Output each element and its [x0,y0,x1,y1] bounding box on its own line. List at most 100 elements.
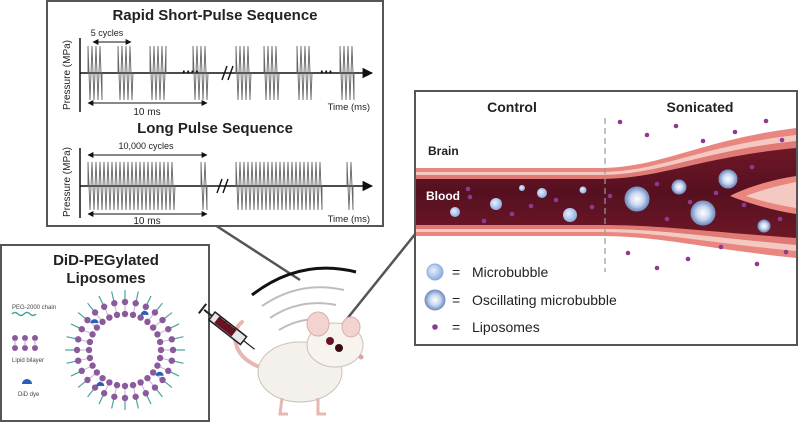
rapid-ellipsis: ···· [182,64,199,79]
did-dye [90,319,99,324]
legend-microbubble-label: Microbubble [472,264,548,280]
liposome-particle [718,244,724,250]
lipid-head [113,381,121,389]
legend-liposome-icon [432,324,438,330]
liposome-particle [553,197,559,203]
legend-liposomes-label: Liposomes [472,319,540,335]
liposome-particle [741,202,747,208]
lipid-head [121,382,129,390]
lipid-head [121,394,129,402]
liposome-title-line1: DiD-PEGylated [53,252,159,269]
lipid-head [93,369,101,376]
lipid-head [84,376,91,384]
liposome-particle [779,137,785,143]
lipid-head [113,311,121,319]
liposome-particle [664,216,670,222]
lipid-head [99,374,106,382]
long-pulse-burst [200,161,208,211]
long-pulse-burst [346,161,354,211]
lipid-head [84,316,91,324]
liposome-particle [783,249,789,255]
control-label: Control [487,99,537,115]
lipid-head [75,357,82,364]
liposome-particle [465,186,471,192]
rapid-pulse-burst [117,45,134,101]
liposome-particle [763,118,769,124]
mouse-nose [358,354,364,360]
lipid-head [86,338,94,346]
long-axis-break [216,178,229,194]
transducer-arc [251,266,357,297]
rapid-x-axis-label: Time (ms) [328,102,370,113]
lipid-head [93,324,101,331]
long-duration-label: 10 ms [133,216,160,227]
lipid-head [106,379,113,386]
peg-chain-icon [11,311,37,317]
lipid-head [85,346,93,354]
long-pulse-bursts [87,161,354,211]
liposome-particle [732,129,738,135]
liposome-particle [754,261,760,267]
lipid-head [151,309,159,316]
lipid-head [168,336,175,343]
lipid-head [121,310,129,318]
lipid-head [169,346,177,354]
liposome-particle [713,190,719,196]
mouse-illustration [198,266,364,416]
legend-eq-2: = [452,292,460,308]
blood-label: Blood [426,189,460,203]
lipid-head [73,346,81,354]
lipid-head [142,303,150,310]
lipid-head [156,354,164,362]
lipid-head [100,390,108,397]
lipid-head [99,318,106,326]
brain-label: Brain [428,144,459,158]
rapid-pulse-burst [149,45,167,101]
rapid-pulse-burst [263,45,280,101]
oscillating-microbubble [718,169,738,189]
oscillating-microbubble [757,219,771,233]
rapid-y-axis-label: Pressure (MPa) [62,40,73,110]
long-x-axis-label: Time (ms) [328,214,370,225]
liposome-diagram [65,290,185,410]
lipid-head [165,367,172,375]
long-pulse-title: Long Pulse Sequence [137,120,293,137]
lipid-head [121,298,129,306]
mouse-brain-target [326,337,334,345]
long-pulse-burst [87,161,176,211]
did-dye [96,381,105,386]
legend-oscillating-label: Oscillating microbubble [472,292,617,308]
liposome-particle [625,250,631,256]
lipid-head [86,354,94,362]
liposome-particle [685,256,691,262]
lipid-head [149,369,157,376]
vessel-panel: Control Sonicated Brain Blood = Microbub… [414,90,798,346]
liposome-particle [467,194,473,200]
lipid-head [159,376,166,384]
control-microbubbles [450,185,587,222]
legend-microbubble-icon [426,263,444,281]
legend-eq-3: = [452,319,460,335]
long-y-axis-label: Pressure (MPa) [62,147,73,217]
syringe-icon [198,303,255,350]
lipid-bilayer-icon [12,335,38,351]
rapid-ellipsis-2: ··· [320,64,333,79]
lipid-head [132,393,139,400]
lipid-head [106,314,113,321]
microbubble [579,186,587,194]
rapid-pulse-burst [339,45,355,101]
rapid-pulse-burst [87,45,103,101]
mouse-tail [232,320,264,370]
lipid-head [149,324,157,331]
connector-pulse-to-transducer [214,223,301,282]
lipid-head [111,300,118,307]
liposome-particle [607,193,613,199]
liposome-panel: DiD-PEGylated Liposomes PEG-2000 chain L… [0,244,210,422]
rapid-pulse-bursts [87,45,355,101]
mouse-ear [306,311,330,337]
lipid-head [78,325,85,333]
long-cycles-label: 10,000 cycles [118,141,174,151]
did-dye [140,310,149,315]
liposome-particle [481,218,487,224]
